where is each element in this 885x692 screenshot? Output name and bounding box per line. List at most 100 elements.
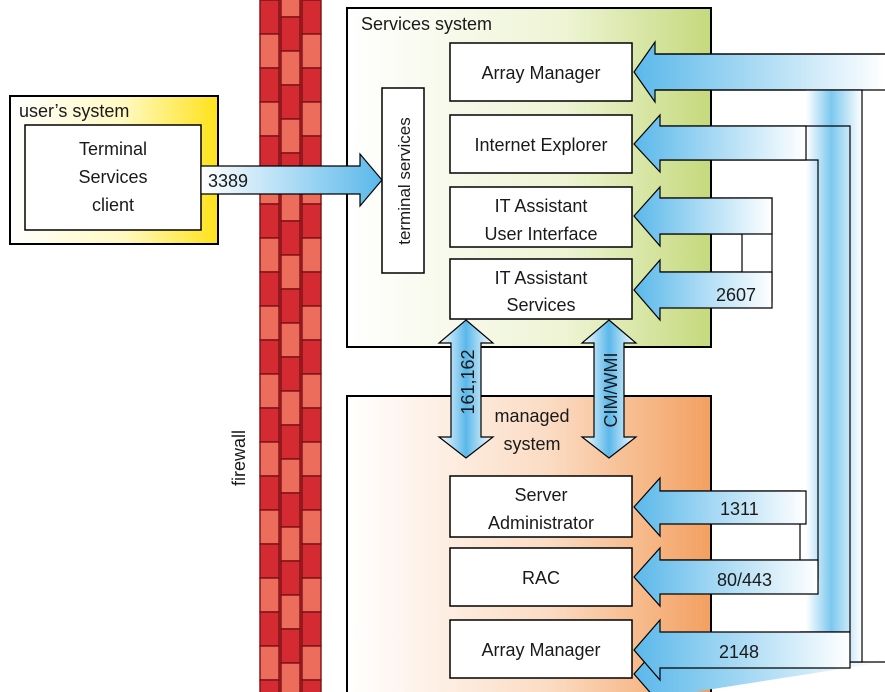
firewall-brick	[301, 645, 322, 681]
firewall-brick	[280, 220, 301, 256]
array-manager-label: Array Manager	[481, 63, 600, 83]
port-1311-label: 1311	[720, 499, 759, 519]
firewall-label: firewall	[229, 430, 249, 486]
firewall-brick	[280, 322, 301, 358]
users-system-group: user’s system Terminal Services client	[9, 95, 219, 245]
server-admin-input-arrow	[633, 476, 807, 538]
firewall-brick	[301, 271, 322, 307]
firewall-brick	[259, 679, 280, 692]
firewall-brick	[301, 509, 322, 545]
client-label-line3: client	[92, 195, 134, 215]
managed-array-manager-label: Array Manager	[481, 640, 600, 660]
firewall-brick	[301, 67, 322, 103]
firewall-brick	[259, 441, 280, 477]
internet-explorer-label: Internet Explorer	[474, 135, 607, 155]
firewall-brick	[301, 33, 322, 69]
firewall-brick	[301, 475, 322, 511]
array-manager-box	[449, 42, 633, 102]
server-administrator-box	[449, 475, 633, 538]
firewall-brick	[301, 543, 322, 579]
port-80-443-label: 80/443	[717, 570, 772, 590]
it-assistant-ui-line1: IT Assistant	[495, 196, 588, 216]
services-system-title: Services system	[361, 14, 492, 34]
firewall-brick	[259, 67, 280, 103]
firewall-brick	[301, 339, 322, 375]
firewall-brick	[259, 645, 280, 681]
firewall-brick	[280, 526, 301, 562]
services-system-group: Services system terminal services Array …	[346, 7, 712, 348]
firewall-brick	[259, 135, 280, 171]
ita-ui-input-arrow	[633, 185, 773, 248]
port-161-162-label: 161,162	[458, 349, 478, 414]
firewall-brick	[301, 577, 322, 613]
firewall-brick	[280, 560, 301, 596]
rdp-3389-arrow: 3389	[200, 152, 383, 208]
rdp-arrow-shape	[200, 152, 383, 208]
snmp-arrow-shape	[437, 319, 495, 459]
firewall-brick	[259, 509, 280, 545]
firewall-brick	[280, 390, 301, 426]
firewall-brick	[259, 577, 280, 613]
firewall-brick	[259, 407, 280, 443]
firewall-brick	[301, 101, 322, 137]
ie-input-arrow	[633, 113, 807, 174]
managed-array-manager-box	[449, 619, 633, 679]
managed-array-manager-input-arrow	[633, 618, 851, 682]
port-2148-label: 2148	[719, 642, 759, 662]
firewall-brick	[259, 543, 280, 579]
firewall-brick	[259, 33, 280, 69]
firewall-brick	[280, 662, 301, 692]
firewall-brick	[280, 0, 301, 18]
users-system-title: user’s system	[19, 101, 129, 121]
cim-wmi-label: CIM/WMI	[601, 353, 621, 428]
firewall-brick	[301, 0, 322, 35]
firewall-brick	[280, 84, 301, 120]
terminal-services-client-box	[24, 124, 202, 231]
terminal-services-box	[381, 87, 425, 274]
firewall-brick	[280, 50, 301, 86]
managed-system-title-line2: system	[503, 434, 560, 454]
box-input-arrows	[633, 113, 851, 682]
client-label-line2: Services	[78, 167, 147, 187]
snmp-arrow: 161,162	[437, 319, 495, 459]
firewall-brick	[301, 611, 322, 647]
firewall-brick	[301, 373, 322, 409]
it-assistant-services-line1: IT Assistant	[495, 268, 588, 288]
firewall-brick	[259, 271, 280, 307]
firewall-brick	[259, 0, 280, 35]
firewall-brick	[280, 118, 301, 154]
firewall-brick	[280, 356, 301, 392]
it-assistant-ui-box	[449, 186, 633, 248]
terminal-services-label: terminal services	[395, 117, 414, 245]
firewall-brick	[301, 441, 322, 477]
firewall-brick	[280, 288, 301, 324]
server-administrator-line2: Administrator	[488, 513, 594, 533]
firewall-brick	[280, 628, 301, 664]
firewall-brick	[301, 407, 322, 443]
firewall-brick	[280, 16, 301, 52]
firewall-brick	[259, 203, 280, 239]
rac-box	[449, 547, 633, 607]
firewall-brick	[259, 475, 280, 511]
managed-system-title-line1: managed	[494, 406, 569, 426]
firewall-brick	[301, 135, 322, 171]
firewall-brick	[259, 101, 280, 137]
port-3389-label: 3389	[208, 171, 248, 191]
it-assistant-services-box	[449, 258, 633, 320]
firewall-brick	[259, 339, 280, 375]
firewall-brick	[280, 458, 301, 494]
cim-wmi-arrow: CIM/WMI	[580, 319, 638, 459]
firewall-brick	[259, 305, 280, 341]
it-assistant-ui-line2: User Interface	[484, 224, 597, 244]
internet-explorer-box	[449, 114, 633, 174]
ita-services-input-arrow	[633, 258, 773, 322]
firewall-brick	[259, 611, 280, 647]
client-label-line1: Terminal	[79, 139, 147, 159]
firewall-brick	[301, 203, 322, 239]
firewall-brick	[280, 424, 301, 460]
firewall-brick	[280, 254, 301, 290]
firewall-brick	[301, 305, 322, 341]
it-assistant-services-line2: Services	[506, 295, 575, 315]
firewall-brick	[259, 373, 280, 409]
